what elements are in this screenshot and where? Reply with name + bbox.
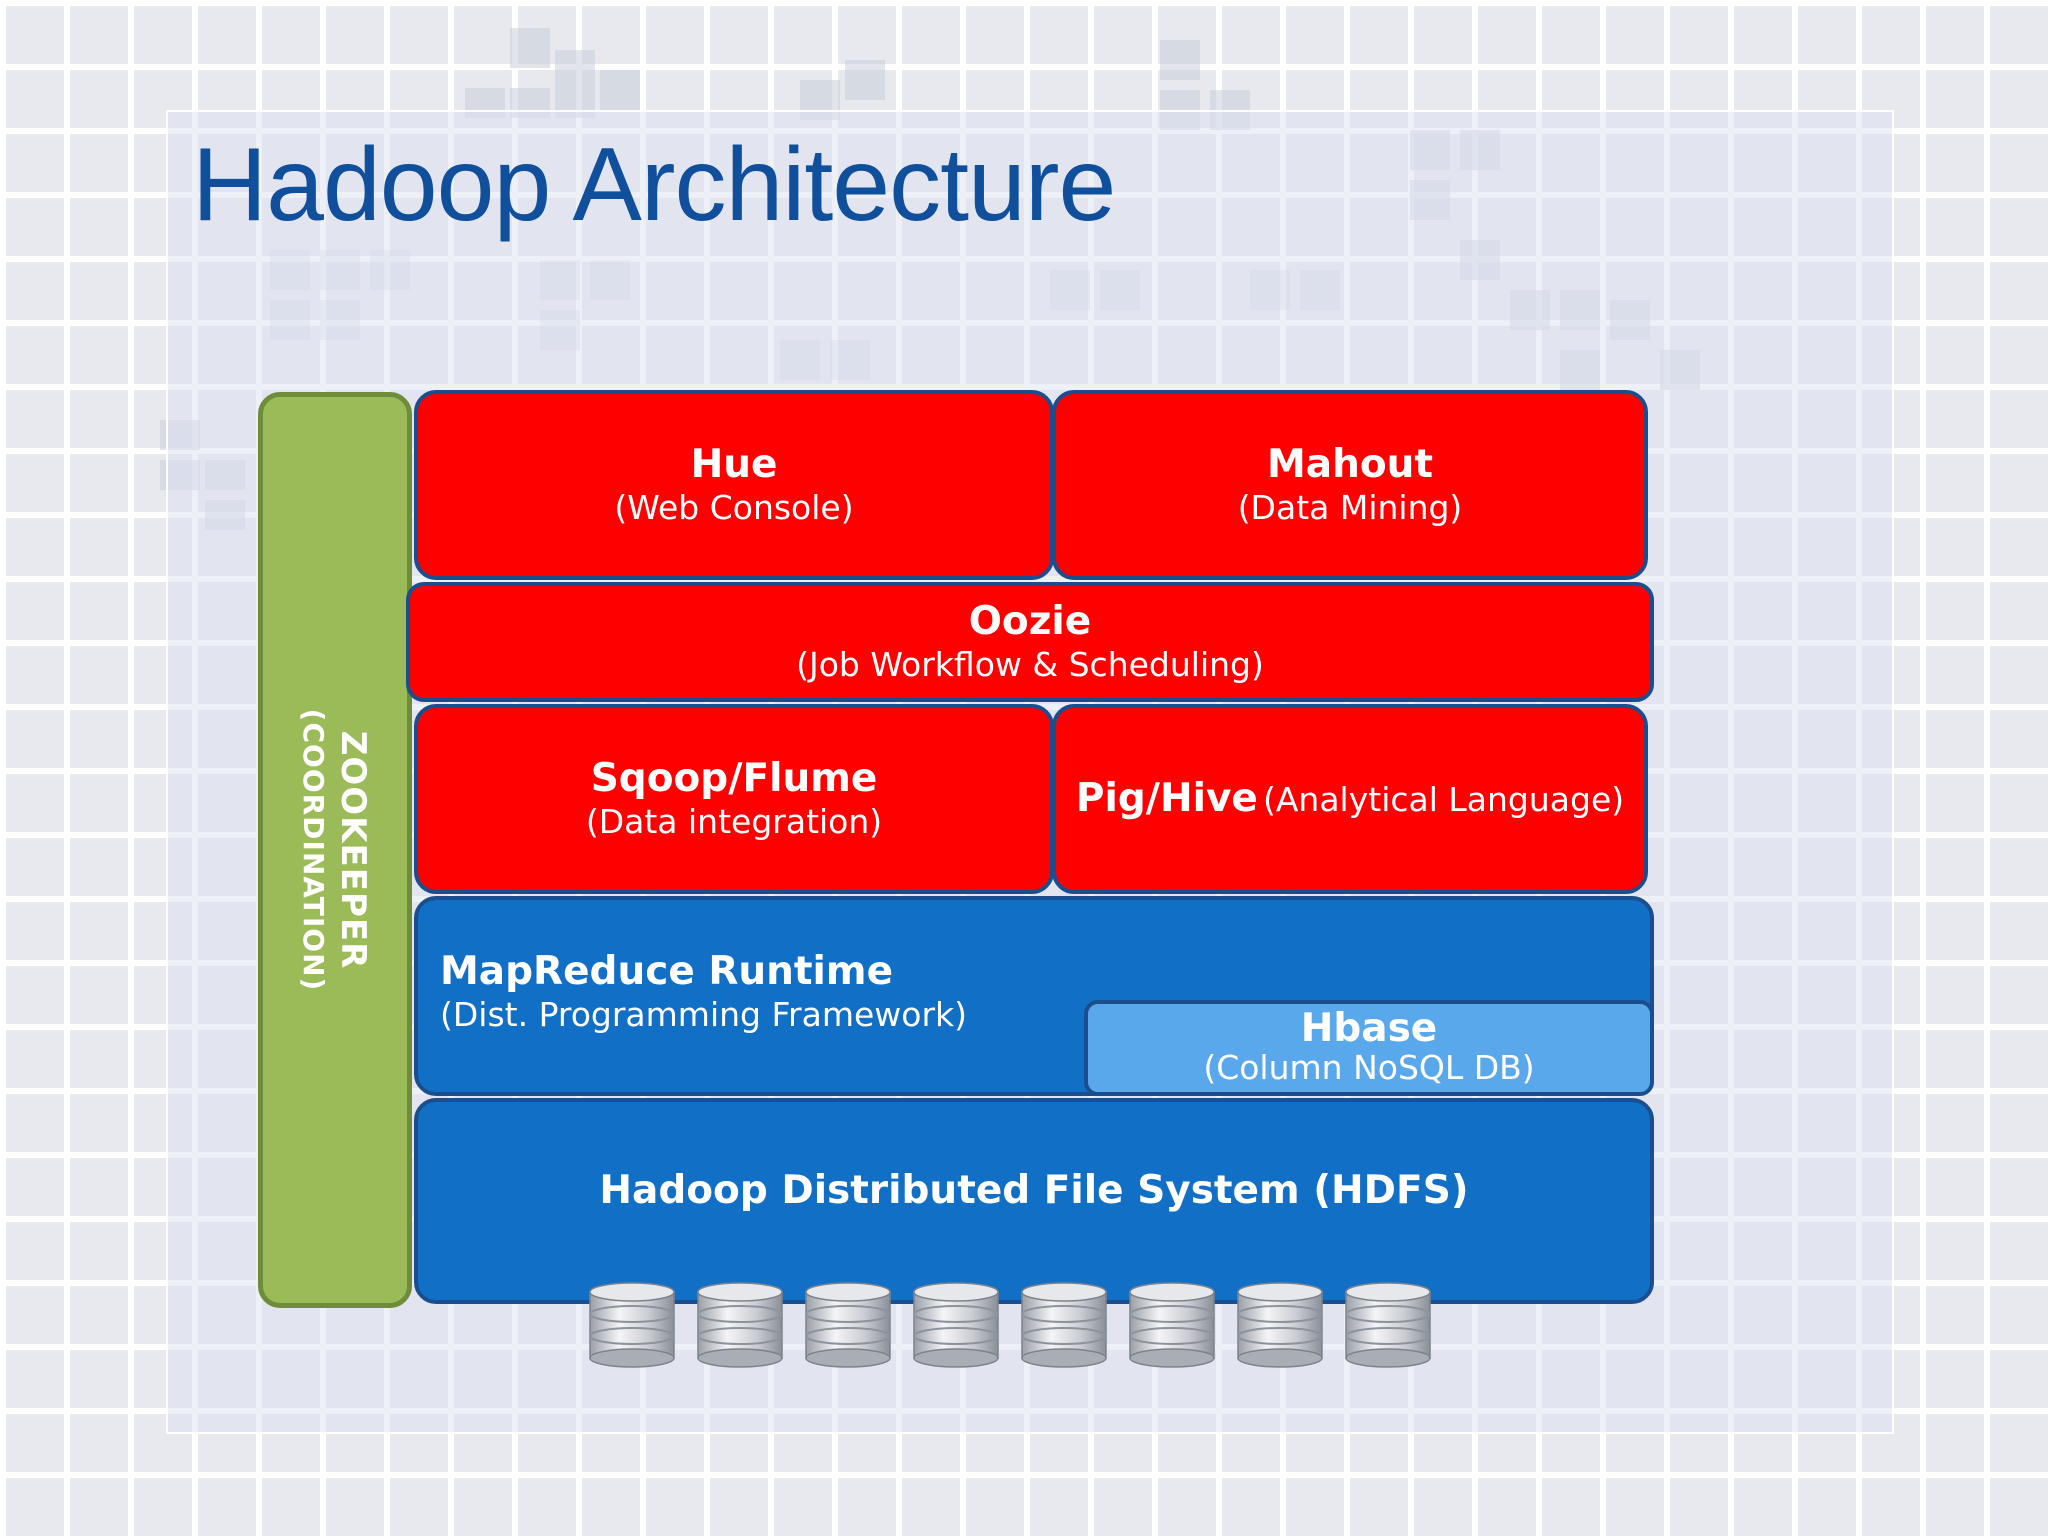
- database-disk-icon: [1345, 1282, 1431, 1368]
- mapreduce-desc: (Dist. Programming Framework): [440, 994, 968, 1034]
- zookeeper-role: (Coordination): [297, 708, 331, 992]
- database-disk-icon: [913, 1282, 999, 1368]
- oozie-box: Oozie (Job Workflow & Scheduling): [406, 582, 1654, 702]
- pig-hive-desc: (Analytical Language): [1262, 779, 1625, 819]
- mapreduce-name: MapReduce Runtime: [440, 949, 894, 994]
- hue-desc: (Web Console): [614, 487, 854, 527]
- database-disk-icon: [1021, 1282, 1107, 1368]
- slide-title: Hadoop Architecture: [192, 127, 1116, 243]
- mahout-box: Mahout (Data Mining): [1052, 390, 1648, 580]
- hbase-name: Hbase: [1300, 1006, 1438, 1052]
- hue-box: Hue (Web Console): [414, 390, 1054, 580]
- zookeeper-layer: ZooKeeper (Coordination): [258, 392, 412, 1308]
- hbase-desc: (Column NoSQL DB): [1203, 1048, 1535, 1088]
- oozie-name: Oozie: [968, 598, 1092, 644]
- sqoop-flume-box: Sqoop/Flume (Data integration): [414, 704, 1054, 894]
- pig-hive-box: Pig/Hive (Analytical Language): [1052, 704, 1648, 894]
- database-disk-icon: [1129, 1282, 1215, 1368]
- pig-hive-name: Pig/Hive: [1075, 775, 1258, 821]
- database-disk-icon: [1237, 1282, 1323, 1368]
- hue-name: Hue: [690, 441, 778, 487]
- oozie-desc: (Job Workflow & Scheduling): [796, 644, 1264, 684]
- hdfs-box: Hadoop Distributed File System (HDFS): [414, 1098, 1654, 1304]
- database-disk-icon: [805, 1282, 891, 1368]
- zookeeper-label: ZooKeeper (Coordination): [296, 709, 374, 992]
- hbase-box: Hbase (Column NoSQL DB): [1084, 1000, 1654, 1096]
- zookeeper-name: ZooKeeper: [332, 730, 373, 970]
- mahout-name: Mahout: [1266, 441, 1434, 487]
- pig-hive-label: Pig/Hive (Analytical Language): [1056, 775, 1644, 822]
- sqoop-flume-desc: (Data integration): [585, 801, 883, 841]
- database-disk-icon: [589, 1282, 675, 1368]
- sqoop-flume-name: Sqoop/Flume: [590, 755, 878, 801]
- hdfs-name: Hadoop Distributed File System (HDFS): [599, 1167, 1469, 1213]
- database-disk-icon: [697, 1282, 783, 1368]
- mahout-desc: (Data Mining): [1237, 487, 1463, 527]
